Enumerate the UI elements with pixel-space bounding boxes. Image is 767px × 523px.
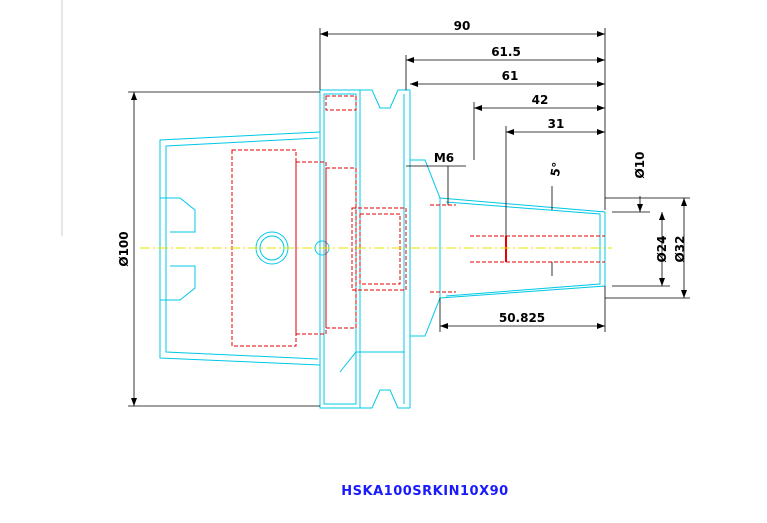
arrowheads xyxy=(131,31,687,406)
dim-diameter-10: Ø10 xyxy=(633,152,647,179)
dim-length-50-825: 50.825 xyxy=(499,311,545,325)
dim-diameter-24: Ø24 xyxy=(655,236,669,263)
dim-diameter-100: Ø100 xyxy=(117,231,131,266)
dim-thread-m6: M6 xyxy=(434,151,454,165)
dim-length-61-5: 61.5 xyxy=(491,45,521,59)
part-number-label: HSKA100SRKIN10X90 xyxy=(341,484,509,499)
dim-length-42: 42 xyxy=(532,93,549,107)
dim-length-31: 31 xyxy=(548,117,565,131)
dim-overall-length: 90 xyxy=(454,19,471,33)
dim-taper-angle: 5° xyxy=(548,161,564,178)
dim-diameter-32: Ø32 xyxy=(673,236,687,263)
holder-outline xyxy=(159,89,606,409)
dim-length-61: 61 xyxy=(502,69,519,83)
dimension-lines xyxy=(128,28,690,407)
